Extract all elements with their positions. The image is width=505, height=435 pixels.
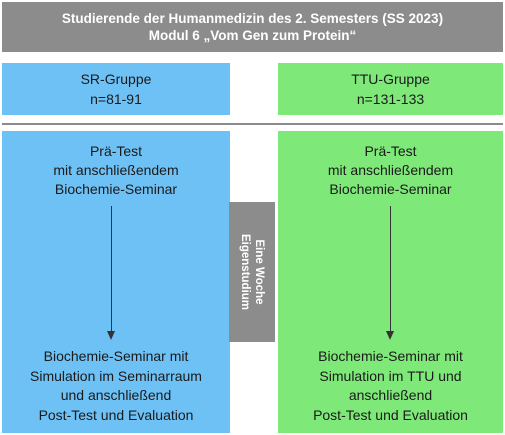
- section-divider: [2, 123, 503, 125]
- ttu-flow-column: Prä-Test mit anschließendem Biochemie-Se…: [278, 131, 503, 433]
- self-study-line-2: Eigenstudium: [239, 233, 251, 311]
- ttu-flow-arrow-head: [386, 331, 394, 340]
- sr-flow-arrow-head: [107, 331, 115, 340]
- ttu-post-line-4: Post-Test und Evaluation: [313, 406, 468, 423]
- sr-flow-column: Prä-Test mit anschließendem Biochemie-Se…: [2, 131, 230, 433]
- ttu-flow-arrow-line: [390, 206, 391, 332]
- ttu-post-line-3: anschließend: [348, 387, 433, 403]
- ttu-pre-line-3: Biochemie-Seminar: [329, 181, 452, 197]
- sr-post-line-4: Post-Test und Evaluation: [38, 406, 194, 423]
- sr-group-box: SR-Gruppe n=81-91: [2, 63, 230, 115]
- self-study-label: Eine Woche Eigenstudium: [238, 202, 266, 342]
- sr-post-line-3: und anschließend: [60, 387, 172, 403]
- ttu-pre-line-2: mit anschließendem: [327, 162, 454, 178]
- ttu-group-size: n=131-133: [356, 91, 425, 107]
- study-header: Studierende der Humanmedizin des 2. Seme…: [2, 2, 503, 52]
- sr-pre-line-1: Prä-Test: [89, 143, 143, 159]
- ttu-group-name: TTU-Gruppe: [351, 71, 430, 87]
- sr-pre-test-text: Prä-Test mit anschließendem Biochemie-Se…: [2, 142, 230, 199]
- sr-group-size: n=81-91: [90, 91, 142, 107]
- sr-flow-arrow-line: [111, 206, 112, 332]
- sr-post-test-text: Biochemie-Seminar mit Simulation im Semi…: [2, 347, 230, 425]
- ttu-post-line-2: Simulation im TTU und: [319, 367, 462, 384]
- header-line-1: Studierende der Humanmedizin des 2. Seme…: [61, 11, 444, 26]
- sr-post-line-1: Biochemie-Seminar mit: [43, 348, 189, 364]
- ttu-group-box: TTU-Gruppe n=131-133: [278, 63, 503, 115]
- sr-pre-line-2: mit anschließendem: [53, 162, 179, 178]
- sr-group-name: SR-Gruppe: [80, 71, 152, 87]
- ttu-post-line-1: Biochemie-Seminar mit: [318, 348, 463, 364]
- self-study-box: Eine Woche Eigenstudium: [229, 202, 275, 342]
- ttu-pre-test-text: Prä-Test mit anschließendem Biochemie-Se…: [278, 142, 503, 199]
- self-study-line-1: Eine Woche: [253, 239, 265, 305]
- ttu-pre-line-1: Prä-Test: [364, 143, 417, 159]
- header-line-2: Modul 6 „Vom Gen zum Protein“: [148, 28, 357, 43]
- sr-pre-line-3: Biochemie-Seminar: [54, 181, 178, 197]
- ttu-post-test-text: Biochemie-Seminar mit Simulation im TTU …: [278, 347, 503, 425]
- sr-post-line-2: Simulation im Seminarraum: [30, 367, 202, 384]
